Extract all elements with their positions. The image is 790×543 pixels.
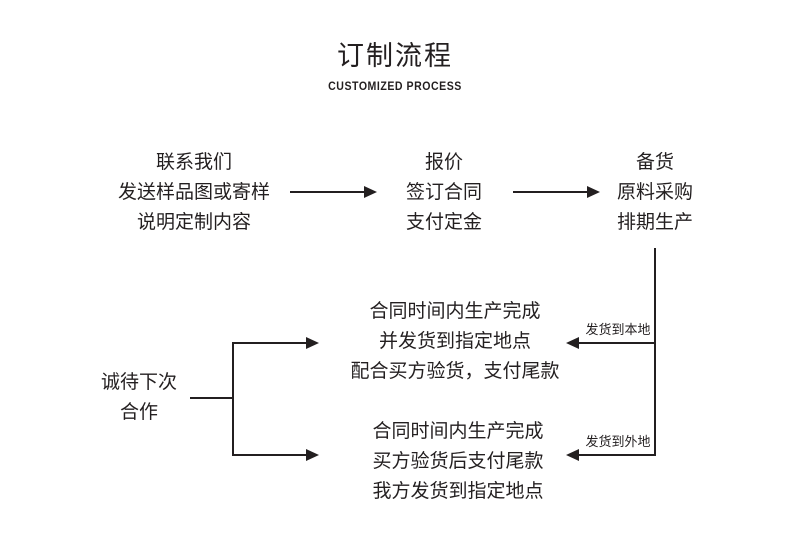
page-subtitle: CUSTOMIZED PROCESS <box>328 79 462 93</box>
branch-local-shipping-line-3: 配合买方验货，支付尾款 <box>350 361 560 382</box>
branch-local-shipping: 合同时间内生产完成 并发货到指定地点 配合买方验货，支付尾款 <box>333 297 577 387</box>
step-contact-us: 联系我们 发送样品图或寄样 说明定制内容 <box>98 148 290 238</box>
branch-local-shipping-line-1: 合同时间内生产完成 <box>369 301 541 322</box>
arrowhead-bracket-lower-arm <box>306 449 319 461</box>
connector-remote-branch <box>578 454 656 456</box>
step-quote-contract-line-1: 报价 <box>424 152 463 173</box>
branch-remote-shipping-line-1: 合同时间内生产完成 <box>372 421 544 442</box>
arrowhead-bracket-upper-arm <box>306 337 319 349</box>
branch-local-shipping-line-2: 并发货到指定地点 <box>378 331 531 352</box>
arrowhead-local-branch <box>566 337 579 349</box>
step-stock-production-line-1: 备货 <box>635 152 674 173</box>
edge-label-remote: 发货到外地 <box>585 434 651 449</box>
arrowhead-step2-to-step3 <box>587 186 600 198</box>
step-quote-contract-line-2: 签订合同 <box>405 182 482 203</box>
connector-closing-stub <box>190 397 234 399</box>
connector-bracket-upper-arm <box>232 342 308 344</box>
branch-remote-shipping-line-3: 我方发货到指定地点 <box>372 481 544 502</box>
step-contact-us-line-2: 发送样品图或寄样 <box>117 182 270 203</box>
connector-bracket-lower-arm <box>232 454 308 456</box>
step-quote-contract-line-3: 支付定金 <box>405 212 482 233</box>
branch-remote-shipping-line-2: 买方验货后支付尾款 <box>372 451 544 472</box>
step-contact-us-line-1: 联系我们 <box>155 152 232 173</box>
step-stock-production-line-3: 排期生产 <box>616 212 693 233</box>
connector-step2-to-step3 <box>513 191 589 193</box>
connector-bracket-spine <box>232 342 234 456</box>
step-stock-production: 备货 原料采购 排期生产 <box>602 148 708 238</box>
step-future-cooperation-line-2: 合作 <box>119 402 158 423</box>
connector-right-trunk <box>654 248 656 455</box>
step-contact-us-line-3: 说明定制内容 <box>136 212 251 233</box>
arrowhead-remote-branch <box>566 449 579 461</box>
step-stock-production-line-2: 原料采购 <box>616 182 693 203</box>
connector-local-branch <box>578 342 656 344</box>
step-future-cooperation-line-1: 诚待下次 <box>100 372 177 393</box>
step-quote-contract: 报价 签订合同 支付定金 <box>385 148 503 238</box>
page-title: 订制流程 <box>337 41 453 71</box>
connector-step1-to-step2 <box>290 191 366 193</box>
step-future-cooperation: 诚待下次 合作 <box>88 368 190 428</box>
arrowhead-step1-to-step2 <box>364 186 377 198</box>
edge-label-local: 发货到本地 <box>585 322 651 337</box>
branch-remote-shipping: 合同时间内生产完成 买方验货后支付尾款 我方发货到指定地点 <box>339 417 577 507</box>
